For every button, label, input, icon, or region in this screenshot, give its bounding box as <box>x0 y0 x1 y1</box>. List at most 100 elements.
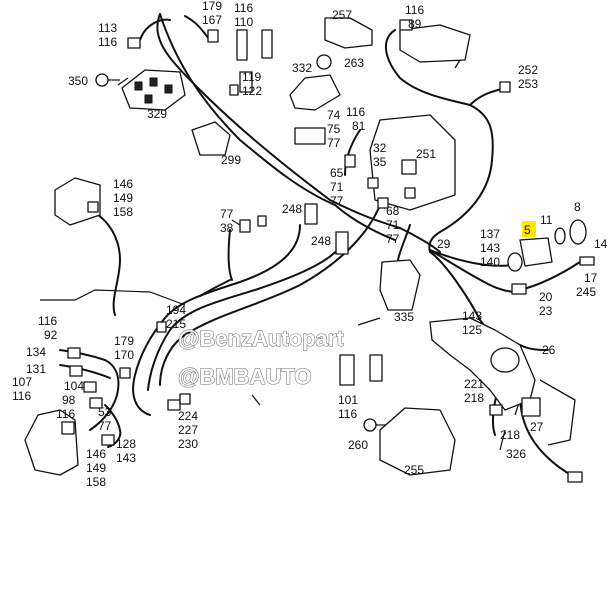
relay-cluster-332 <box>289 74 341 111</box>
callout-74: 74 <box>327 108 341 122</box>
connector-32 <box>404 187 416 199</box>
callout-116: 116 <box>98 35 117 49</box>
callout-158: 158 <box>113 205 133 219</box>
callout-116: 116 <box>346 105 365 119</box>
callout-81: 81 <box>352 119 366 133</box>
callout-122: 122 <box>242 84 262 98</box>
callout-299: 299 <box>221 153 241 167</box>
callout-257: 257 <box>332 8 352 22</box>
callout-146: 146 <box>86 447 106 461</box>
callout-77: 77 <box>327 136 341 150</box>
panel-116-89 <box>399 24 471 63</box>
connector-77-38 <box>239 219 251 233</box>
callout-218: 218 <box>464 391 484 405</box>
relay-116b <box>261 29 273 59</box>
callout-77: 77 <box>330 194 344 208</box>
highlight-box <box>522 221 536 237</box>
connector-218 <box>489 404 503 416</box>
switch-26 <box>490 347 520 373</box>
callout-5: 5 <box>524 223 531 237</box>
pedal-assembly <box>429 317 536 411</box>
callout-107: 107 <box>12 375 32 389</box>
bracket-146-top <box>54 177 101 226</box>
callout-14: 14 <box>594 237 608 251</box>
connector-248a <box>304 203 318 225</box>
callout-27: 27 <box>530 420 544 434</box>
bracket-255 <box>379 407 456 476</box>
callout-253: 253 <box>518 77 538 91</box>
callout-71: 71 <box>330 180 344 194</box>
callout-104: 104 <box>64 379 84 393</box>
callout-113: 113 <box>98 21 117 35</box>
callout-179: 179 <box>202 0 222 13</box>
callout-251: 251 <box>416 147 436 161</box>
callout-245: 245 <box>576 285 596 299</box>
callout-329: 329 <box>147 107 167 121</box>
connector-65 <box>344 154 356 168</box>
callout-116: 116 <box>38 314 57 328</box>
callout-26: 26 <box>542 343 556 357</box>
callout-167: 167 <box>202 13 222 27</box>
connector-113 <box>127 37 141 49</box>
callout-149: 149 <box>113 191 133 205</box>
plug-14 <box>579 256 595 266</box>
pedal-27 <box>539 379 576 446</box>
callout-227: 227 <box>178 423 198 437</box>
callout-11: 11 <box>540 213 553 227</box>
connector-122 <box>229 84 239 96</box>
grommet-263 <box>316 54 332 70</box>
callout-260: 260 <box>348 438 368 452</box>
connector-252 <box>499 81 511 93</box>
callout-140: 140 <box>480 255 500 269</box>
callout-263: 263 <box>344 56 364 70</box>
connector-146-top <box>87 201 99 213</box>
relay-251 <box>401 159 417 175</box>
callout-77: 77 <box>98 419 112 433</box>
callout-143: 143 <box>462 309 482 323</box>
callout-71: 71 <box>386 218 400 232</box>
connector-131 <box>69 365 83 377</box>
callout-116: 116 <box>338 407 357 421</box>
callout-179: 179 <box>114 334 134 348</box>
relay-119 <box>239 71 253 93</box>
callout-77: 77 <box>220 207 234 221</box>
callout-326: 326 <box>506 447 526 461</box>
callout-68: 68 <box>386 204 400 218</box>
callout-17: 17 <box>584 271 598 285</box>
screw-260 <box>363 418 388 432</box>
connector-299 <box>191 121 231 156</box>
relay-116a <box>236 29 248 61</box>
callout-53: 53 <box>98 405 112 419</box>
callout-38: 38 <box>220 221 234 235</box>
callout-128: 128 <box>116 437 136 451</box>
callout-252: 252 <box>518 63 538 77</box>
callout-75: 75 <box>327 122 341 136</box>
plug-224 <box>167 399 181 411</box>
callout-65: 65 <box>330 166 344 180</box>
watermark-line-1: @BenzAutopart <box>178 326 344 351</box>
terminal-74 <box>294 127 326 145</box>
callout-149: 149 <box>86 461 106 475</box>
callout-110: 110 <box>234 15 253 29</box>
connector-68 <box>377 197 389 209</box>
plug-227 <box>179 393 191 405</box>
